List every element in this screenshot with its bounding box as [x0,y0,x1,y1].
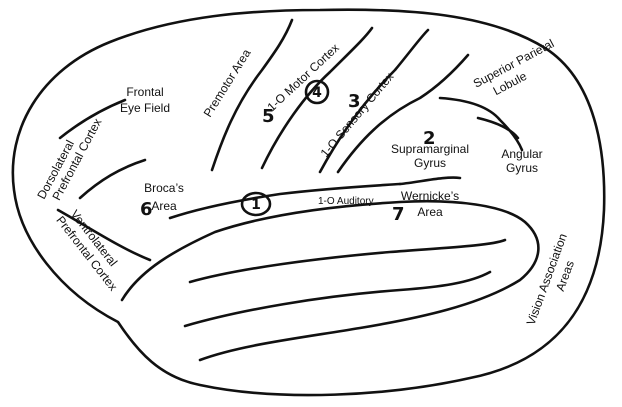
lateral-fissure-branch [398,176,462,186]
precentral-sulcus [210,18,294,172]
label-supramarginal: Supramarginal Gyrus [391,142,469,170]
label-brocas-area: Broca’s Area [144,181,184,213]
svg-text:Eye Field: Eye Field [120,101,170,115]
motor-number-circle [304,79,330,105]
svg-text:Area: Area [151,199,177,213]
label-ventrolateral-prefrontal: Ventrolateral Prefrontal Cortex [53,207,120,293]
label-wernickes-area: Wernicke’s Area [401,189,459,219]
label-dorsolateral-prefrontal: Dorsolateral Prefrontal Cortex [34,116,104,203]
lateral-fissure [168,182,402,220]
brain-outline [11,8,606,397]
ventrolateral-sulcus [56,208,152,262]
svg-text:Gyrus: Gyrus [506,161,538,175]
supramarginal-curve [476,116,520,140]
inferior-frontal-sulcus [78,158,147,200]
superior-frontal-sulcus [58,98,127,140]
auditory-number-circle [240,191,272,217]
svg-text:Area: Area [417,205,443,219]
svg-text:Angular: Angular [501,147,542,161]
number-2: 2 [423,128,436,149]
number-6: 6 [140,199,153,220]
postcentral-sulcus [318,28,430,174]
temporal-sulcus-upper [188,238,507,284]
label-frontal-eye-field: Frontal Eye Field [120,85,170,115]
number-7: 7 [392,204,405,225]
svg-text:Frontal: Frontal [126,85,163,99]
svg-text:Supramarginal: Supramarginal [391,142,469,156]
intraparietal-sulcus [336,53,470,174]
central-sulcus [260,26,374,170]
label-angular-gyrus: Angular Gyrus [501,147,542,175]
label-vision-association: Vision Association Areas [524,232,577,327]
svg-text:Gyrus: Gyrus [414,156,446,170]
label-superior-parietal: Superior Parietal Lobule [471,36,556,98]
temporal-lobe-contour [120,199,540,362]
svg-text:Wernicke’s: Wernicke’s [401,189,459,203]
number-3: 3 [348,91,361,112]
angular-gyrus-curve [438,96,524,152]
number-4: 4 [312,85,322,101]
temporal-sulcus-lower [183,270,492,328]
number-1: 1 [251,197,261,213]
svg-text:Broca’s: Broca’s [144,181,184,195]
number-5: 5 [262,106,275,127]
label-auditory: 1-O Auditory [318,196,374,207]
label-premotor-area: Premotor Area [201,46,254,119]
